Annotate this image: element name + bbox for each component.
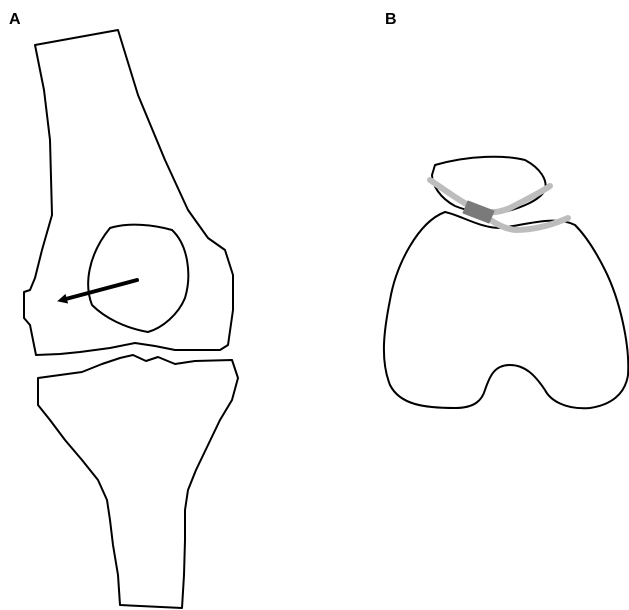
femoral-condyle-outline xyxy=(88,225,188,332)
femur-axial-outline xyxy=(384,212,628,408)
panel-a-knee xyxy=(24,30,238,608)
graft-upper-track xyxy=(430,180,550,212)
tibia-outline xyxy=(38,355,238,608)
patella-outline xyxy=(432,157,546,214)
direction-arrow xyxy=(62,280,137,300)
femur-outline xyxy=(24,30,233,355)
panel-b-cross-section xyxy=(384,157,628,409)
